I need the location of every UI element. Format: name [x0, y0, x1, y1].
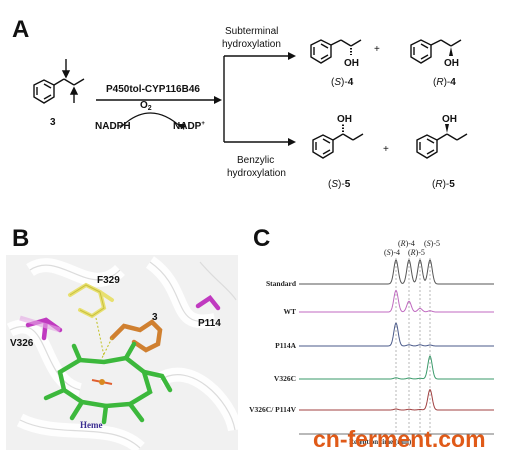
trace-label: V326C/ P114V [249, 405, 296, 414]
benzylic-label-1: Benzylic [237, 155, 274, 166]
trace-line [299, 289, 494, 313]
panel-label-a: A [12, 16, 29, 43]
trace-label: P114A [275, 341, 296, 350]
cofactor-curve [119, 112, 183, 129]
reaction-arrowhead [214, 96, 222, 104]
chromatogram-traces [299, 259, 494, 411]
peak-label: (S)-4 [384, 248, 400, 257]
x-axis-label: Retention time (min) [349, 438, 412, 446]
product-s5-structure [312, 124, 364, 159]
residue-f329-label: F329 [97, 275, 120, 286]
residue-p114-label: P114 [198, 318, 221, 329]
cofactor-arrowhead [178, 124, 185, 130]
enzyme-label: P450tol-CYP116B46 [106, 84, 200, 95]
trace-line [299, 259, 494, 285]
s4-oh: OH [344, 58, 359, 69]
trace-line [299, 388, 494, 411]
product-s4-label: (S)-4 [331, 77, 354, 88]
product-r5-label: (R)-5 [432, 179, 455, 190]
r4-wedge [449, 47, 453, 56]
r4-oh: OH [444, 58, 459, 69]
substrate-3-structure [33, 59, 85, 104]
trace-line [299, 322, 494, 347]
plus-upper: + [374, 44, 380, 55]
s5-oh: OH [337, 114, 352, 125]
nadp-label: NADP+ [173, 121, 205, 132]
peak-guide-lines [395, 258, 431, 432]
heme-iron [99, 379, 105, 385]
substrate-number: 3 [50, 117, 56, 128]
lower-branch-arrowhead [288, 138, 296, 146]
trace-line [299, 355, 494, 380]
trace-label: WT [283, 307, 296, 316]
r5-wedge [445, 124, 449, 133]
nadph-label: NADPH [95, 121, 131, 132]
subterminal-label-2: hydroxylation [222, 39, 281, 50]
product-s5-label: (S)-5 [328, 179, 351, 190]
product-r4-structure [410, 39, 462, 64]
heme-label: Heme [80, 420, 103, 430]
peak-label: (R)-4 [398, 239, 415, 248]
benzylic-label-2: hydroxylation [227, 168, 286, 179]
product-r5-structure [416, 133, 468, 159]
residue-v326-label: V326 [10, 338, 34, 349]
protein-structure-render [6, 255, 242, 454]
product-r4-label: (R)-4 [433, 77, 456, 88]
r5-oh: OH [442, 114, 457, 125]
peak-label: (S)-5 [424, 239, 440, 248]
trace-label: Standard [266, 279, 297, 288]
panel-label-c: C [253, 225, 270, 252]
subterminal-label-1: Subterminal [225, 26, 278, 37]
upper-branch-arrowhead [288, 52, 296, 60]
product-s4-structure [310, 39, 362, 64]
watermark: cn-ferment.com [313, 426, 486, 452]
o2-label: O2 [140, 100, 152, 112]
peak-label: (R)-5 [408, 248, 425, 257]
ligand-3-label: 3 [152, 312, 158, 323]
trace-label: V326C [274, 374, 296, 383]
peak-labels: (S)-4(R)-4(R)-5(S)-5 [384, 239, 440, 257]
panel-label-b: B [12, 225, 29, 252]
plus-lower: + [383, 144, 389, 155]
